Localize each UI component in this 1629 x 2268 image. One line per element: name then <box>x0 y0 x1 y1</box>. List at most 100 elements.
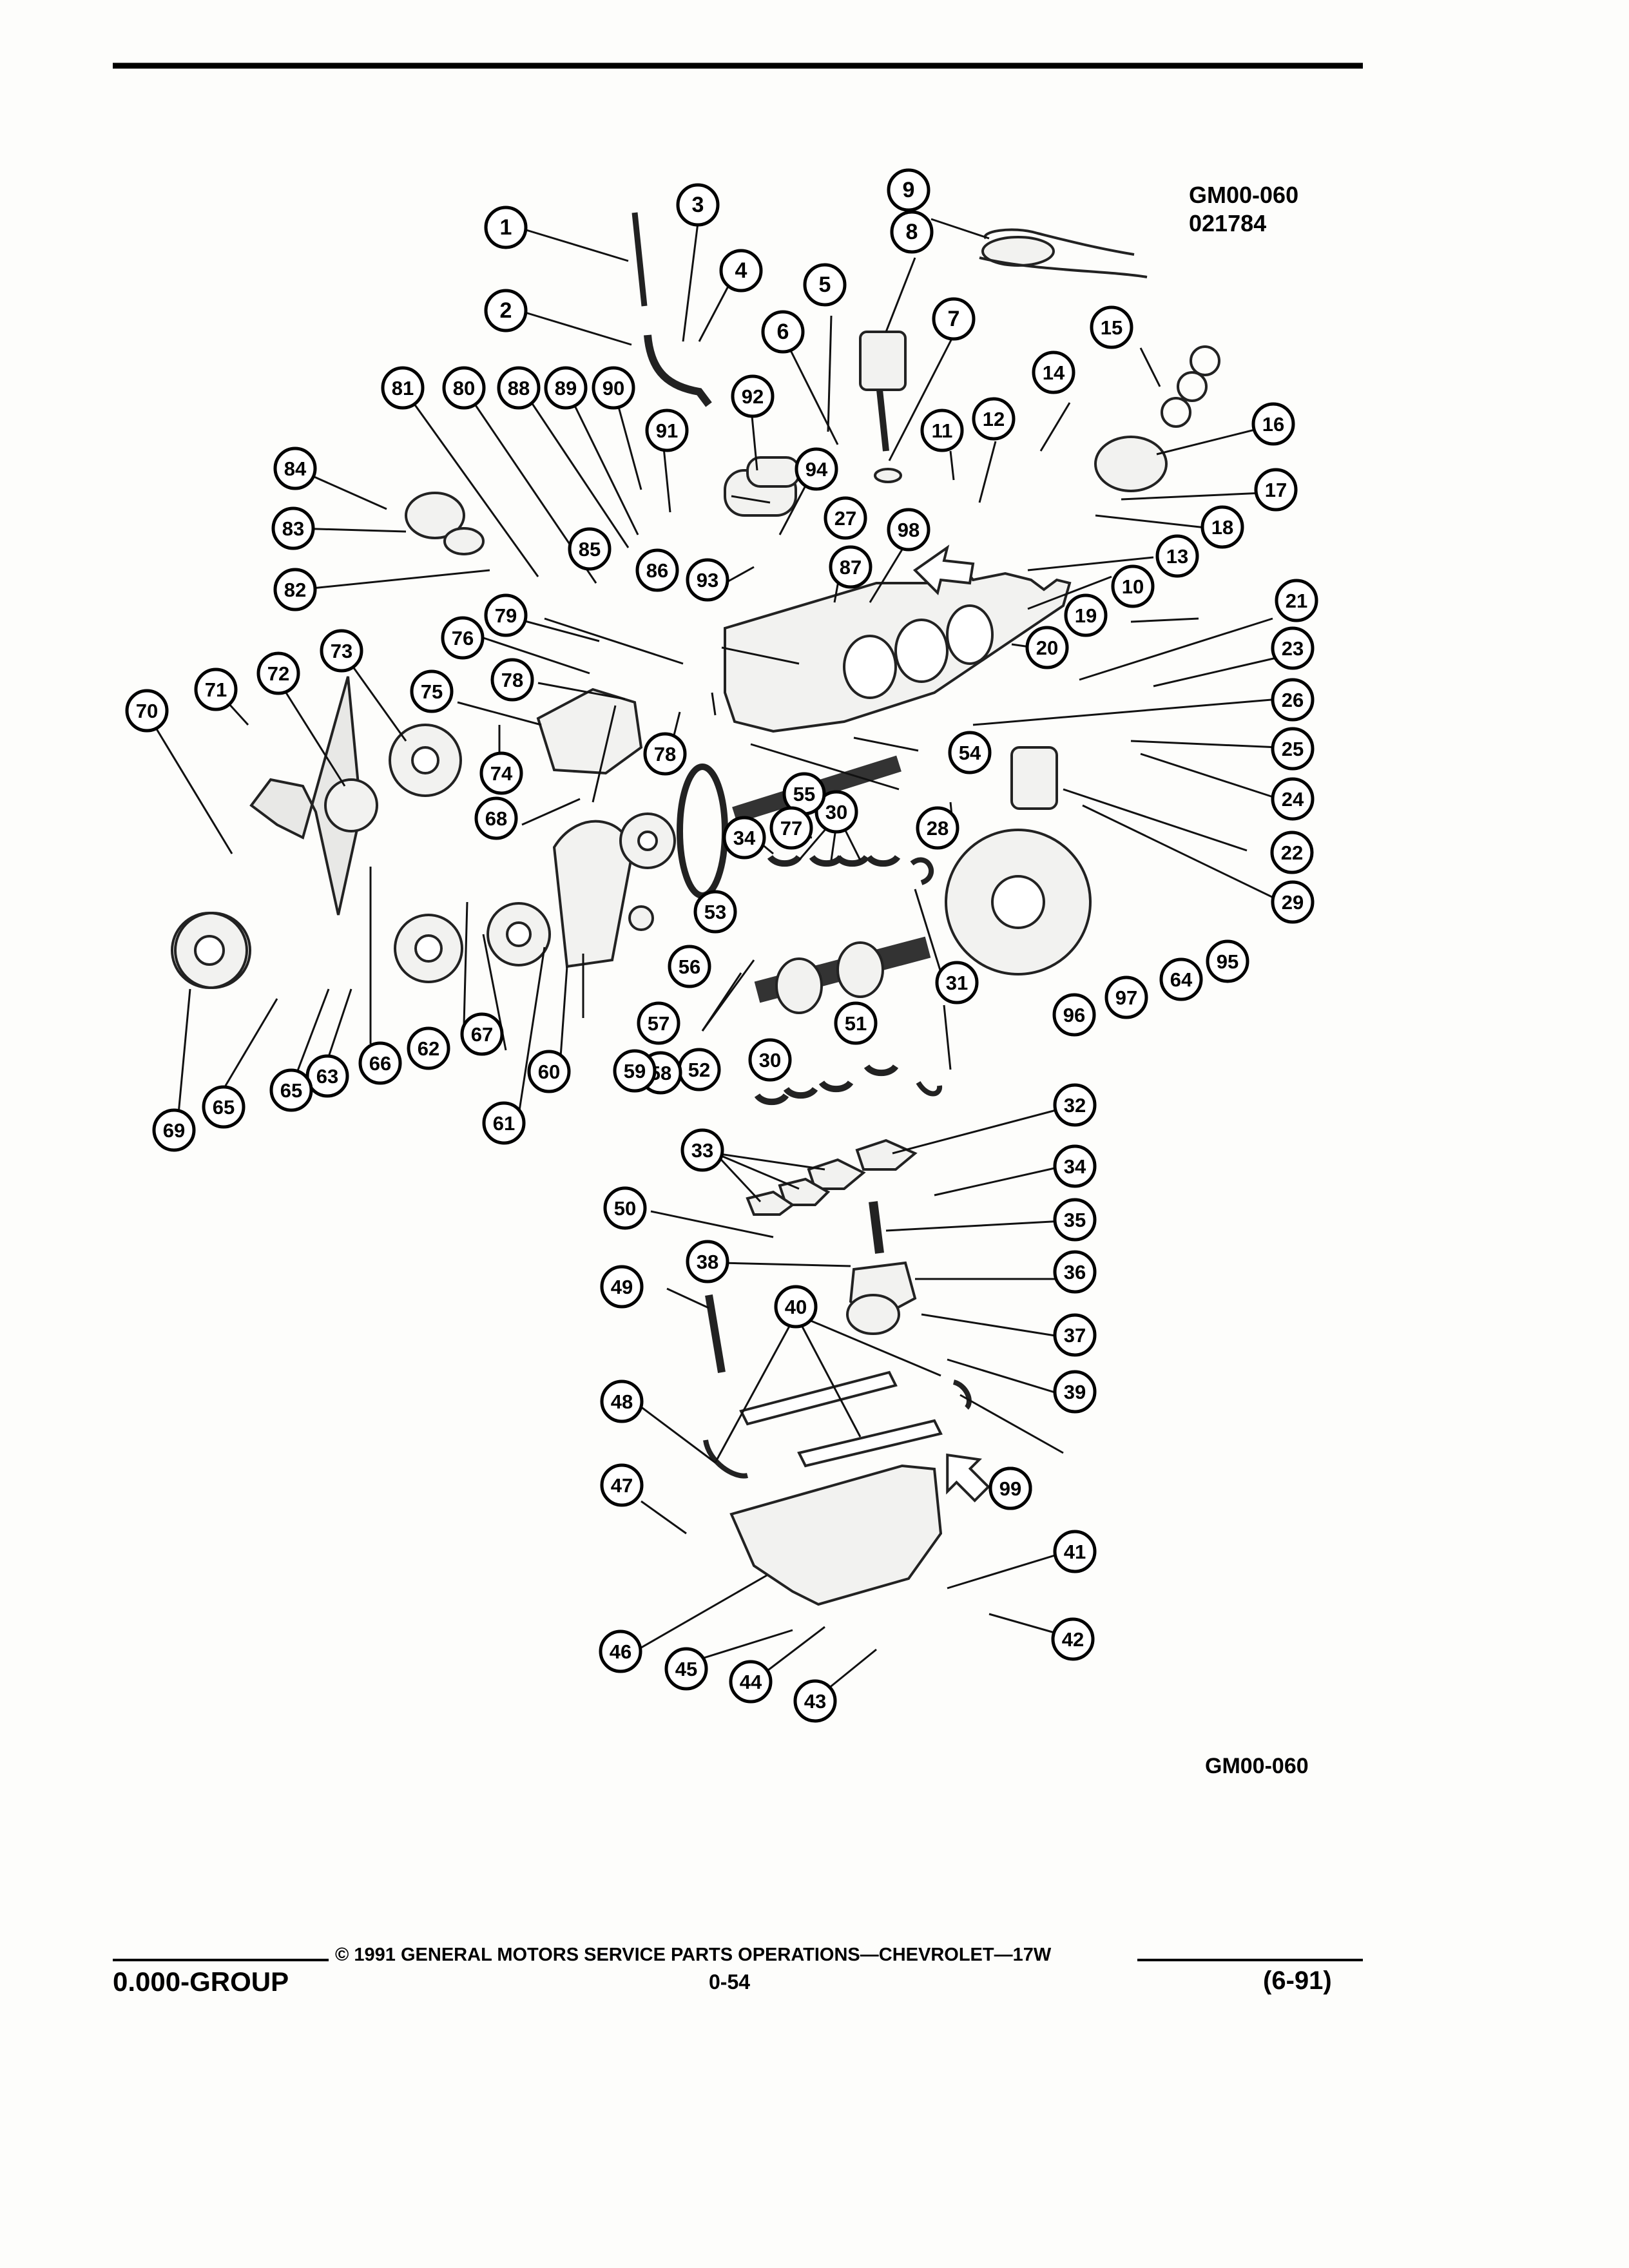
callout-75: 75 <box>410 669 454 713</box>
callout-circle <box>1254 468 1298 512</box>
callout-circle <box>803 263 847 307</box>
callout-41: 41 <box>1053 1530 1097 1573</box>
callout-number: 43 <box>804 1690 826 1713</box>
callout-number: 82 <box>284 579 306 601</box>
callout-44: 44 <box>729 1660 773 1704</box>
callout-number: 23 <box>1282 637 1304 660</box>
callout-number: 81 <box>392 377 414 399</box>
callout-number: 66 <box>369 1052 391 1075</box>
callout-19: 19 <box>1064 593 1108 637</box>
callout-circle <box>1053 1370 1097 1414</box>
callout-circle <box>1104 975 1148 1019</box>
callout-circle <box>1270 831 1314 874</box>
callout-circle <box>680 1128 724 1172</box>
callout-1: 1 <box>484 206 528 249</box>
callout-circle <box>1052 993 1096 1037</box>
callout-number: 28 <box>927 817 949 840</box>
callout-circle <box>1271 727 1315 771</box>
callout-number: 50 <box>614 1197 636 1220</box>
callout-24: 24 <box>1271 777 1315 821</box>
callout-circle <box>484 593 528 637</box>
callout-circle <box>152 1108 196 1152</box>
callout-circle <box>479 751 523 795</box>
callout-circle <box>1064 593 1108 637</box>
callout-number: 32 <box>1064 1094 1086 1117</box>
callout-18: 18 <box>1200 505 1244 549</box>
callout-78: 78 <box>490 658 534 702</box>
callout-number: 80 <box>453 377 475 399</box>
callout-16: 16 <box>1251 402 1295 446</box>
callout-circle <box>1053 1530 1097 1573</box>
callout-circle <box>273 447 317 490</box>
callout-circle <box>568 527 612 571</box>
callout-98: 98 <box>887 508 930 552</box>
callout-number: 31 <box>946 972 968 994</box>
callout-number: 36 <box>1064 1261 1086 1283</box>
callout-87: 87 <box>829 545 872 589</box>
callout-50: 50 <box>603 1186 647 1230</box>
footer-rule-left <box>113 1959 329 1961</box>
callout-number: 55 <box>793 783 815 805</box>
callout-circle <box>1271 777 1315 821</box>
part-drawings <box>171 212 1220 1606</box>
callout-circle <box>1200 505 1244 549</box>
callout-circle <box>592 366 635 410</box>
callout-circle <box>722 816 766 860</box>
callout-number: 92 <box>742 385 764 408</box>
callout-92: 92 <box>731 374 775 418</box>
leader-lines <box>147 212 1280 1693</box>
callout-number: 13 <box>1166 545 1188 568</box>
callout-number: 56 <box>679 956 700 978</box>
callout-number: 79 <box>495 604 517 627</box>
callout-circle <box>668 945 711 988</box>
callout-33: 33 <box>680 1128 724 1172</box>
callout-number: 15 <box>1101 316 1123 339</box>
callout-circle <box>474 796 518 840</box>
footer-rule-right <box>1137 1959 1363 1961</box>
callout-88: 88 <box>497 366 541 410</box>
callout-circle <box>484 206 528 249</box>
callout-78: 78 <box>643 732 687 776</box>
callout-number: 30 <box>759 1049 781 1072</box>
ref-number-text: 021784 <box>1189 210 1267 236</box>
callout-45: 45 <box>664 1647 708 1691</box>
callout-number: 98 <box>898 519 920 541</box>
callout-number: 19 <box>1075 604 1097 627</box>
callout-6: 6 <box>761 310 805 354</box>
callout-47: 47 <box>600 1463 644 1507</box>
callout-number: 62 <box>418 1037 439 1060</box>
callout-56: 56 <box>668 945 711 988</box>
callout-circle <box>1032 351 1075 394</box>
callout-circle <box>460 1012 504 1056</box>
callout-number: 48 <box>611 1390 633 1413</box>
callout-95: 95 <box>1206 939 1249 983</box>
callout-circle <box>635 548 679 592</box>
callout-number: 90 <box>602 377 624 399</box>
callout-number: 33 <box>691 1139 713 1162</box>
callout-number: 25 <box>1282 738 1304 760</box>
callout-circle <box>1051 1617 1095 1661</box>
callout-circle <box>920 408 964 452</box>
callout-number: 94 <box>805 458 828 481</box>
callout-circle <box>527 1050 571 1093</box>
callout-circle <box>645 408 689 452</box>
callout-number: 4 <box>735 258 747 283</box>
callout-circle <box>1159 957 1203 1001</box>
callout-12: 12 <box>972 397 1016 441</box>
callout-number: 53 <box>704 901 726 923</box>
callout-circle <box>1271 880 1315 924</box>
callout-circle <box>271 506 315 550</box>
callout-circle <box>407 1026 450 1070</box>
callout-77: 77 <box>769 806 813 850</box>
callout-number: 70 <box>136 700 158 722</box>
callout-79: 79 <box>484 593 528 637</box>
callout-8: 8 <box>890 210 934 254</box>
callout-64: 64 <box>1159 957 1203 1001</box>
callout-circle <box>824 496 867 540</box>
callout-36: 36 <box>1053 1250 1097 1294</box>
callout-number: 61 <box>493 1112 515 1135</box>
callout-circle <box>795 447 838 491</box>
callout-circle <box>497 366 541 410</box>
callout-39: 39 <box>1053 1370 1097 1414</box>
